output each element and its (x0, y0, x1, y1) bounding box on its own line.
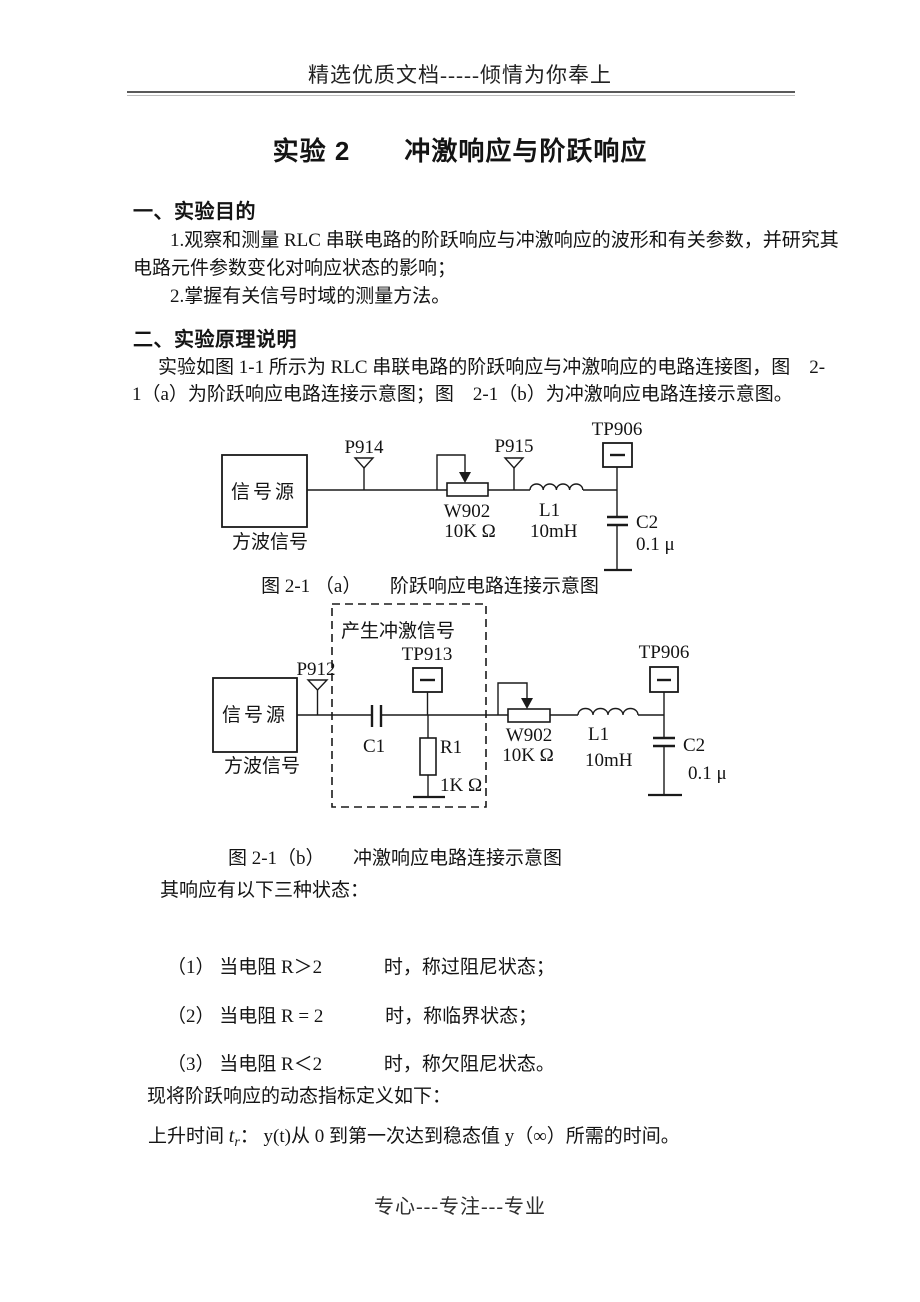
figure-a-caption: 图 2-1 （a） 阶跃响应电路连接示意图 (261, 576, 599, 597)
signal-source-box (212, 677, 298, 753)
circuit-b-diagram: 产生冲激信号 信号源 方波信号 P912 C1 TP913 (212, 603, 727, 808)
wiper-arrow-icon (459, 472, 471, 483)
signal-source-label: 信号源 (222, 704, 288, 726)
states-outro: 现将阶跃响应的动态指标定义如下： (147, 1086, 452, 1107)
section2-line2: 1（a）为阶跃响应电路连接示意图；图 2-1（b）为冲激响应电路连接示意图。 (132, 384, 793, 405)
inductor-name: L1 (588, 724, 609, 745)
inductor-value: 10mH (530, 521, 578, 542)
pot-name: W902 (506, 725, 552, 746)
resistor-value: 1K Ω (440, 775, 482, 796)
p915-testpoint: P915 (494, 436, 534, 490)
p914-label: P914 (344, 437, 384, 458)
potentiometer-w902-a: W902 10K Ω (436, 454, 496, 542)
resistor-body (419, 737, 437, 776)
capacitor-c1: C1 (363, 705, 385, 757)
potentiometer-w902-b: W902 10K Ω (497, 682, 554, 766)
rise-time-symbol: t (228, 1125, 235, 1147)
inductor-name: L1 (539, 500, 560, 521)
probe-hook-icon (306, 679, 329, 692)
p912-label: P912 (296, 659, 335, 680)
resistor-r1: R1 1K Ω (413, 715, 482, 799)
section1-line2: 电路元件参数变化对响应状态的影响； (133, 258, 457, 279)
tp906-testpoint-b: TP906 (639, 642, 690, 738)
wiper-arrow-icon (521, 698, 533, 709)
cap-name: C1 (363, 736, 385, 757)
cap-name: C2 (683, 735, 705, 756)
rise-time-text: ： y(t)从 0 到第一次达到稳态值 y（∞）所需的时间。 (239, 1126, 680, 1147)
state-item-3: （3） 当电阻 R＜2 时，称欠阻尼状态。 (167, 1054, 555, 1075)
tp913-label: TP913 (402, 644, 453, 665)
section1-line3: 2.掌握有关信号时域的测量方法。 (170, 286, 451, 307)
inductor-l1-a: L1 10mH (529, 483, 584, 542)
capacitor-c2-b: C2 0.1 μ (648, 735, 727, 797)
rise-time-symbol-subscript: r (234, 1135, 240, 1150)
signal-source-box (221, 454, 308, 528)
state-item-2: （2） 当电阻 R = 2 时，称临界状态； (167, 1006, 538, 1027)
tp906-label: TP906 (639, 642, 690, 663)
p915-label: P915 (494, 436, 533, 457)
tp906-testpoint-a: TP906 (592, 419, 643, 517)
resistor-name: R1 (440, 737, 462, 758)
inductor-l1-b: L1 10mH (577, 707, 639, 771)
header-divider (127, 91, 795, 96)
wiper-loop (497, 682, 528, 715)
page-header-text: 精选优质文档-----倾情为你奉上 (308, 63, 612, 87)
inductor-value: 10mH (585, 750, 633, 771)
state-item-1: （1） 当电阻 R＞2 时，称过阻尼状态； (167, 957, 555, 978)
signal-source-label: 信号源 (231, 481, 297, 503)
cap-value: 0.1 μ (688, 763, 727, 784)
pot-value: 10K Ω (502, 745, 554, 766)
impulse-generator-label: 产生冲激信号 (341, 620, 455, 642)
section2-heading: 二、实验原理说明 (133, 329, 297, 351)
signal-source-b: 信号源 方波信号 (212, 677, 300, 777)
cap-name: C2 (636, 512, 658, 533)
section1-heading: 一、实验目的 (133, 201, 256, 223)
pot-name: W902 (444, 501, 490, 522)
section2-line1: 实验如图 1-1 所示为 RLC 串联电路的阶跃响应与冲激响应的电路连接图，图 … (158, 357, 826, 378)
pot-value: 10K Ω (444, 521, 496, 542)
p912-testpoint: P912 (296, 659, 336, 715)
page-title: 实验 2 冲激响应与阶跃响应 (272, 136, 648, 166)
square-wave-label: 方波信号 (232, 531, 308, 553)
circuit-a-diagram: 信号源 方波信号 P914 W902 10K Ω P915 L1 10mH TP… (221, 419, 675, 572)
wiper-loop (436, 454, 466, 490)
tp913-testpoint: TP913 (402, 644, 453, 715)
tp906-label: TP906 (592, 419, 643, 440)
impulse-generator-dashed-box (331, 603, 487, 808)
pot-body (446, 482, 489, 497)
page-footer-text: 专心---专注---专业 (374, 1196, 546, 1218)
inductor-coil (529, 483, 584, 491)
inductor-coil (577, 707, 639, 716)
section1-line1: 1.观察和测量 RLC 串联电路的阶跃响应与冲激响应的波形和有关参数，并研究其 (170, 230, 839, 251)
signal-source-a: 信号源 方波信号 (221, 454, 308, 553)
cap-value: 0.1 μ (636, 534, 675, 555)
figure-b-caption: 图 2-1（b） 冲激响应电路连接示意图 (227, 848, 563, 869)
rise-time-prefix: 上升时间 (148, 1126, 229, 1147)
square-wave-label: 方波信号 (224, 755, 300, 777)
p914-testpoint: P914 (344, 437, 384, 490)
probe-hook-icon (353, 457, 375, 470)
rise-time-definition: 上升时间 tr： y(t)从 0 到第一次达到稳态值 y（∞）所需的时间。 (148, 1125, 680, 1151)
pot-body (507, 708, 551, 723)
capacitor-c2-a: C2 0.1 μ (604, 512, 675, 572)
states-intro: 其响应有以下三种状态： (160, 880, 370, 901)
probe-hook-icon (503, 457, 525, 470)
